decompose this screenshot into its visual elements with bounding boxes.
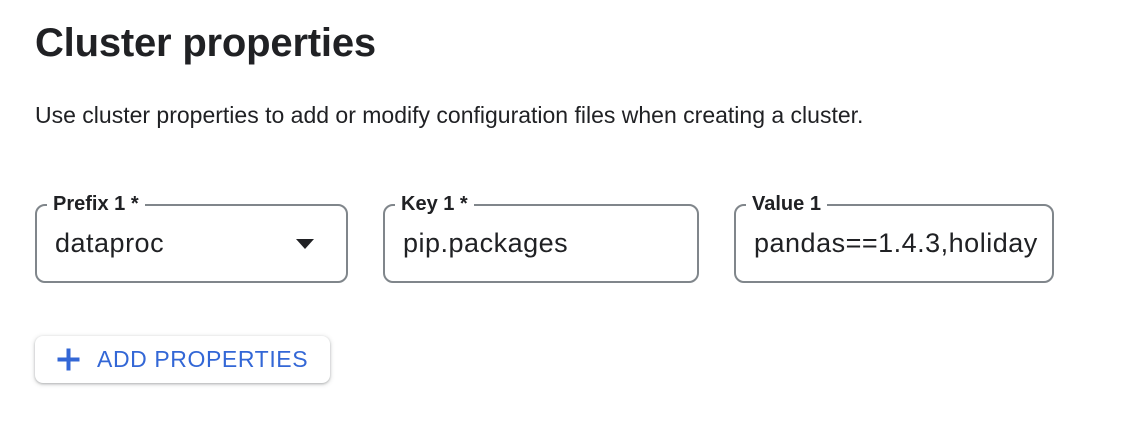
page-subtitle: Use cluster properties to add or modify …	[35, 102, 864, 128]
prefix-1-label: Prefix 1 *	[47, 193, 145, 215]
page-title: Cluster properties	[35, 21, 376, 65]
value-1-input[interactable]: Value 1 pandas==1.4.3,holiday	[734, 193, 1054, 283]
value-1-label: Value 1	[746, 193, 827, 215]
plus-icon	[55, 346, 82, 373]
key-1-value[interactable]: pip.packages	[403, 228, 569, 258]
add-properties-button-label: ADD PROPERTIES	[97, 346, 309, 372]
key-1-input[interactable]: Key 1 * pip.packages	[383, 193, 699, 283]
add-properties-button[interactable]: ADD PROPERTIES	[35, 336, 331, 383]
prefix-1-select[interactable]: Prefix 1 * dataproc	[35, 193, 348, 283]
value-1-value[interactable]: pandas==1.4.3,holiday	[754, 228, 1038, 258]
key-1-label: Key 1 *	[395, 193, 474, 215]
prefix-1-value[interactable]: dataproc	[55, 228, 165, 258]
property-row-1: Prefix 1 * dataproc Key 1 * pip.packages…	[35, 193, 1086, 283]
dropdown-arrow-icon[interactable]	[296, 238, 314, 249]
